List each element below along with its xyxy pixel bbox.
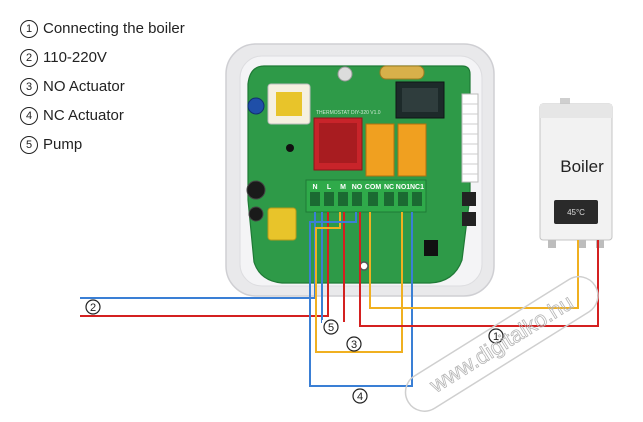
terminal-label-l: L xyxy=(327,184,332,191)
no-actuator-wire xyxy=(315,212,403,353)
legend-item-pump: 5 Pump xyxy=(20,130,185,159)
marker-power-label: 2 xyxy=(90,302,96,314)
marker-boiler: 1 xyxy=(488,328,504,344)
screw-hole-icon xyxy=(359,261,369,271)
legend-label: Pump xyxy=(43,136,83,153)
terminal-label-nc1: NC1 xyxy=(410,184,424,191)
marker-no-actuator: 3 xyxy=(346,336,362,352)
pcb-board: THERMOSTAT DIY-320 V1.0 xyxy=(246,65,479,284)
legend-number: 4 xyxy=(20,107,38,125)
terminal-label-nc: NC xyxy=(384,184,394,191)
marker-pump-label: 5 xyxy=(328,322,334,334)
marker-nc-actuator-label: 4 xyxy=(357,391,363,403)
legend-number: 3 xyxy=(20,78,38,96)
boiler-label: Boiler xyxy=(560,157,604,176)
live-wire xyxy=(80,212,329,317)
marker-pump: 5 xyxy=(322,319,342,336)
watermark-text: www.digitalko.hu xyxy=(424,289,577,398)
legend-label: NO Actuator xyxy=(43,78,125,95)
terminal-label-no: NO xyxy=(352,184,363,191)
pcb-silkscreen: THERMOSTAT DIY-320 V1.0 xyxy=(316,110,381,116)
marker-nc-actuator: 4 xyxy=(352,388,368,404)
boiler-display: 45°C xyxy=(567,208,585,217)
marker-boiler-label: 1 xyxy=(493,331,499,343)
terminal-label-m: M xyxy=(340,184,346,191)
legend-number: 2 xyxy=(20,49,38,67)
nc-actuator-wire xyxy=(309,212,413,387)
marker-power: 2 xyxy=(85,299,101,315)
marker-no-actuator-label: 3 xyxy=(351,339,357,351)
legend-item-no-actuator: 3 NO Actuator xyxy=(20,72,185,101)
legend-item-boiler: 1 Connecting the boiler xyxy=(20,14,185,43)
legend-label: 110-220V xyxy=(43,49,107,66)
terminal-label-no1: NO1 xyxy=(396,184,411,191)
legend-label: NC Actuator xyxy=(43,107,124,124)
legend-item-power: 2 110-220V xyxy=(20,43,185,72)
terminal-block: N L M NO COM NC NO1 NC1 xyxy=(305,179,427,213)
boiler-wires xyxy=(359,212,599,327)
legend-item-nc-actuator: 4 NC Actuator xyxy=(20,101,185,130)
boiler-unit: Boiler 45°C xyxy=(539,98,613,248)
legend: 1 Connecting the boiler 2 110-220V 3 NO Act… xyxy=(20,14,185,159)
legend-label: Connecting the boiler xyxy=(43,20,185,37)
terminal-label-com: COM xyxy=(365,184,382,191)
terminal-label-n: N xyxy=(312,184,317,191)
legend-number: 5 xyxy=(20,136,38,154)
legend-number: 1 xyxy=(20,20,38,38)
